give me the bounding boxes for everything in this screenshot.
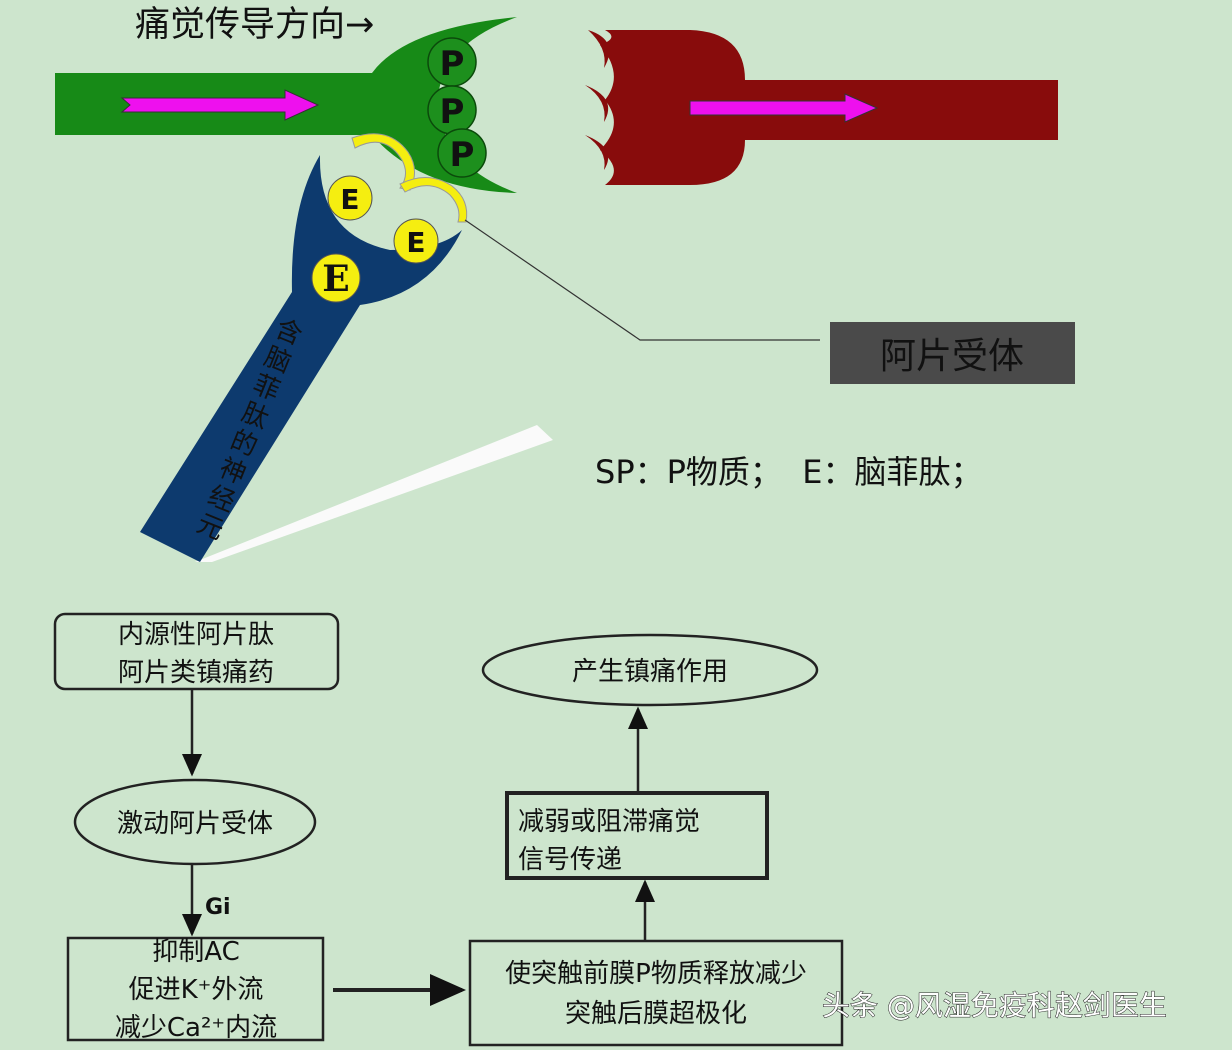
receptor-pointer-line <box>464 219 820 341</box>
substance-p-vesicle: P <box>437 128 487 178</box>
effects-line: 减少Ca²⁺内流 <box>115 1013 277 1043</box>
presynaptic-line: 使突触前膜P物质释放减少 <box>505 959 807 989</box>
enkephalin-vesicle: E <box>393 218 439 264</box>
svg-text:P: P <box>450 135 475 175</box>
signal-arrow-icon <box>120 89 320 121</box>
block-line: 信号传递 <box>518 845 622 875</box>
block-line: 减弱或阻滞痛觉 <box>518 807 700 837</box>
source-line: 内源性阿片肽 <box>118 620 274 650</box>
result-label: 产生镇痛作用 <box>572 657 728 687</box>
activate-receptor-label: 激动阿片受体 <box>117 809 273 839</box>
svg-text:E: E <box>322 258 349 300</box>
effects-line: 促进K⁺外流 <box>129 975 264 1005</box>
substance-p-vesicle: P <box>427 85 477 135</box>
substance-p-vesicle: P <box>427 37 477 87</box>
watermark: 头条 @风湿免疫科赵剑医生 <box>822 989 1167 1022</box>
enkephalin-neuron: 含脑菲肽的神经元 E E E <box>140 155 462 562</box>
presynaptic-box <box>468 939 844 1047</box>
activate-receptor-ellipse <box>73 778 317 866</box>
enkephalin-vesicle: E <box>327 175 373 221</box>
receptor-label: 阿片受体 <box>880 336 1024 377</box>
effects-line: 抑制AC <box>152 937 239 967</box>
white-strip <box>195 425 553 562</box>
postsynaptic-neuron <box>585 30 1058 185</box>
opioid-receptor <box>351 133 468 223</box>
receptor-label-box <box>830 322 1075 384</box>
enkephalin-vesicle: E <box>311 253 361 303</box>
gi-label: Gi <box>205 895 231 920</box>
effects-box <box>66 936 325 1042</box>
presynaptic-line: 突触后膜超极化 <box>565 999 747 1029</box>
conduction-direction-title: 痛觉传导方向→ <box>135 5 374 45</box>
svg-text:P: P <box>440 44 465 84</box>
legend: SP：P物质； E：脑菲肽； <box>595 453 982 491</box>
signal-arrow-icon <box>689 93 879 123</box>
svg-text:E: E <box>406 226 425 259</box>
svg-text:E: E <box>340 183 359 216</box>
source-line: 阿片类镇痛药 <box>118 658 274 688</box>
svg-text:P: P <box>440 92 465 132</box>
source-box <box>53 612 340 691</box>
result-ellipse <box>481 633 819 707</box>
